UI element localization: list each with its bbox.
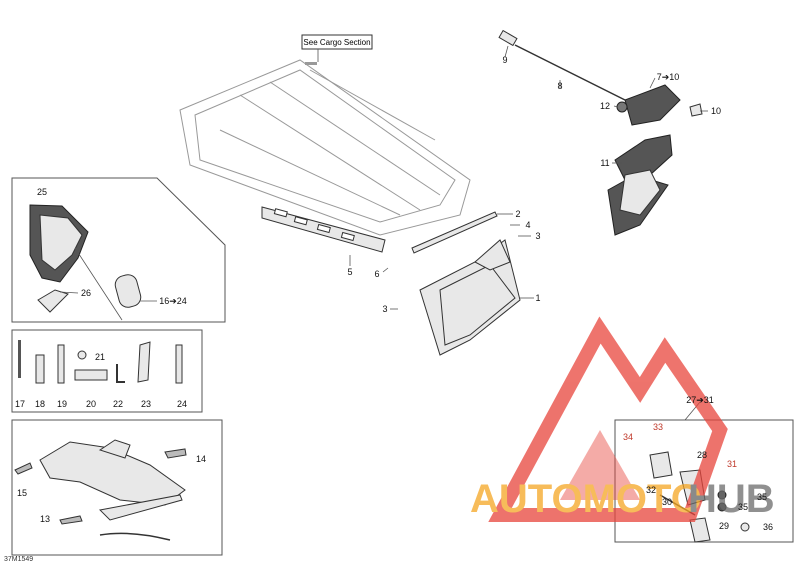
tool-kit-box xyxy=(11,177,226,323)
callout-26: 26 xyxy=(81,288,91,298)
callout-4: 4 xyxy=(525,220,530,230)
watermark-text-hub: HUB xyxy=(688,477,775,521)
callout-10: 10 xyxy=(711,106,721,116)
callout-31: 31 xyxy=(727,459,737,469)
callout-3b: 3 xyxy=(382,304,387,314)
callout-15: 15 xyxy=(17,488,27,498)
callout-21: 21 xyxy=(95,352,105,362)
callout-11: 11 xyxy=(600,158,609,168)
watermark: AUTOMOTO HUB xyxy=(470,316,775,522)
watermark-text-automoto: AUTOMOTO xyxy=(470,477,702,521)
callout-8: 8 xyxy=(557,81,562,91)
callout-34: 34 xyxy=(623,432,633,442)
callout-23: 23 xyxy=(141,399,151,409)
callout-28: 28 xyxy=(697,450,707,460)
callout-14: 14 xyxy=(196,454,206,464)
callout-labels: 9 8 7➔10 12 10 11 2 4 3 5 6 1 3 25 26 16… xyxy=(15,55,773,532)
see-cargo-section-box: See Cargo Section xyxy=(301,34,373,62)
callout-19: 19 xyxy=(57,399,67,409)
rear-flap-assembly xyxy=(261,206,521,356)
diagram-id-label: 37M1549 xyxy=(4,556,33,563)
cargo-rack xyxy=(179,59,471,236)
callout-25: 25 xyxy=(37,187,47,197)
callout-33: 33 xyxy=(653,422,663,432)
callout-17: 17 xyxy=(15,399,25,409)
callout-30: 30 xyxy=(662,497,672,507)
snowmobile-box xyxy=(11,419,223,556)
callout-24: 24 xyxy=(177,399,187,409)
callout-7-to-10: 7➔10 xyxy=(657,72,680,82)
callout-36: 36 xyxy=(763,522,773,532)
callout-5: 5 xyxy=(347,267,352,277)
callout-18: 18 xyxy=(35,399,45,409)
callout-32: 32 xyxy=(646,485,656,495)
callout-35a: 35 xyxy=(757,492,767,502)
callout-9: 9 xyxy=(502,55,507,65)
callout-27-to-31: 27➔31 xyxy=(686,395,714,405)
see-cargo-section-label: See Cargo Section xyxy=(303,38,370,47)
callout-20: 20 xyxy=(86,399,96,409)
callout-6: 6 xyxy=(374,269,379,279)
callout-13: 13 xyxy=(40,514,50,524)
callout-35b: 35 xyxy=(738,502,748,512)
tools-row-box xyxy=(11,329,203,413)
callout-12: 12 xyxy=(600,101,610,111)
callout-22: 22 xyxy=(113,399,123,409)
callout-3a: 3 xyxy=(535,231,540,241)
callout-16-to-24: 16➔24 xyxy=(159,296,187,306)
callout-1: 1 xyxy=(535,293,540,303)
tail-light-assembly xyxy=(498,29,703,236)
callout-29: 29 xyxy=(719,521,729,531)
leader-lines xyxy=(349,45,708,310)
callout-2: 2 xyxy=(515,209,520,219)
